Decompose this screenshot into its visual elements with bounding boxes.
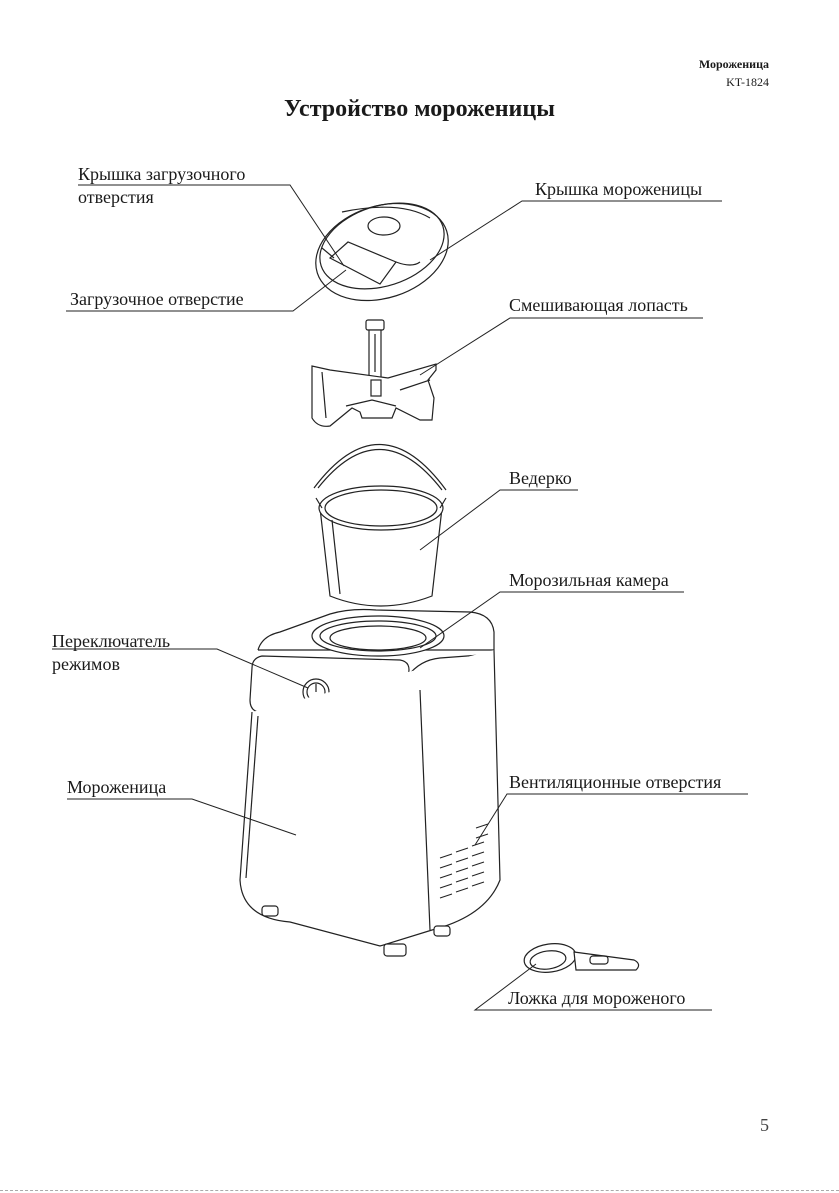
lid-illustration <box>303 187 461 317</box>
label-paddle: Смешивающая лопасть <box>509 294 688 316</box>
paddle-illustration <box>312 320 436 426</box>
label-load-lid-line1: Крышка загрузочного <box>78 163 245 185</box>
label-switch-line2: режимов <box>52 653 120 675</box>
label-vents: Вентиляционные отверстия <box>509 771 721 793</box>
bucket-illustration <box>314 444 446 606</box>
label-freezer: Морозильная камера <box>509 569 669 591</box>
page-bottom-edge <box>0 1190 839 1191</box>
label-bucket: Ведерко <box>509 467 572 489</box>
page-number: 5 <box>760 1115 769 1136</box>
spoon-illustration <box>522 941 638 976</box>
label-load-opening: Загрузочное отверстие <box>70 288 244 310</box>
label-switch-line1: Переключатель <box>52 630 170 652</box>
machine-illustration <box>240 610 500 957</box>
label-maker: Мороженица <box>67 776 166 798</box>
label-load-lid-line2: отверстия <box>78 186 154 208</box>
label-spoon: Ложка для мороженого <box>508 987 685 1009</box>
label-maker-lid: Крышка мороженицы <box>535 178 702 200</box>
